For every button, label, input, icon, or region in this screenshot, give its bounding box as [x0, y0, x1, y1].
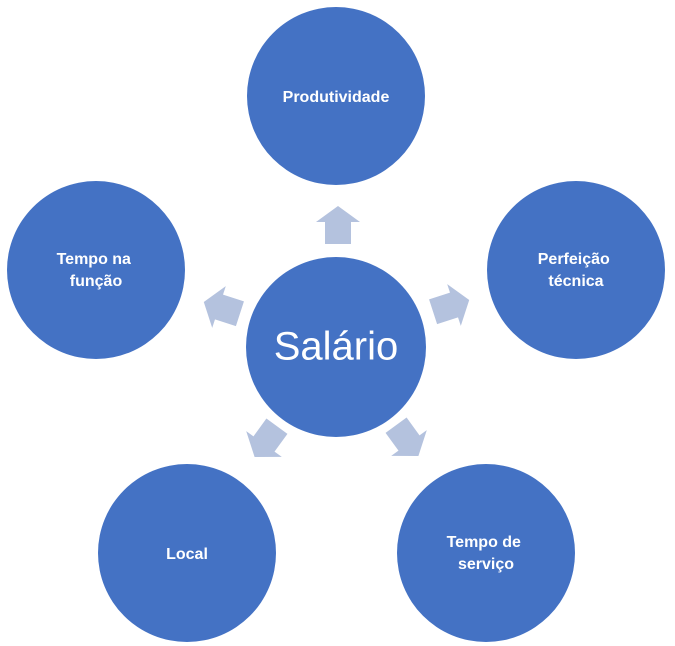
node-produtividade-label: Produtividade [283, 89, 390, 106]
node-perfeicao-tecnica-label: Perfeição técnica [538, 251, 615, 290]
center-node-circle [246, 257, 426, 437]
node-tempo-na-funcao-circle [7, 181, 185, 359]
node-perfeicao-tecnica-circle [487, 181, 665, 359]
node-tempo-na-funcao-label-line-2: função [70, 273, 123, 290]
arrow-to-perfeicao-tecnica [429, 284, 470, 326]
arrow-to-local [246, 418, 288, 457]
node-produtividade: Produtividade [247, 7, 425, 185]
node-local-label-line-1: Local [166, 546, 208, 563]
node-tempo-na-funcao: Tempo na função [7, 181, 185, 359]
arrow-to-tempo-de-servico [385, 417, 427, 456]
node-tempo-na-funcao-label: Tempo na função [57, 251, 136, 290]
node-tempo-de-servico-label-line-2: serviço [458, 556, 514, 573]
center-node-label: Salário [274, 325, 399, 369]
center-node: Salário [246, 257, 426, 437]
node-tempo-de-servico: Tempo de serviço [397, 464, 575, 642]
node-perfeicao-tecnica-label-line-2: técnica [548, 273, 603, 290]
node-perfeicao-tecnica-label-line-1: Perfeição [538, 251, 610, 268]
arrow-to-produtividade [316, 206, 360, 244]
node-produtividade-circle [247, 7, 425, 185]
node-tempo-de-servico-label-line-1: Tempo de [447, 534, 521, 551]
arrow-to-tempo-na-funcao [203, 286, 244, 328]
node-tempo-de-servico-label: Tempo de serviço [447, 534, 526, 573]
node-tempo-na-funcao-label-line-1: Tempo na [57, 251, 131, 268]
node-tempo-de-servico-circle [397, 464, 575, 642]
node-produtividade-label-line-1: Produtividade [283, 89, 390, 106]
node-local-circle [98, 464, 276, 642]
node-perfeicao-tecnica: Perfeição técnica [487, 181, 665, 359]
node-local-label: Local [166, 546, 208, 563]
node-local: Local [98, 464, 276, 642]
